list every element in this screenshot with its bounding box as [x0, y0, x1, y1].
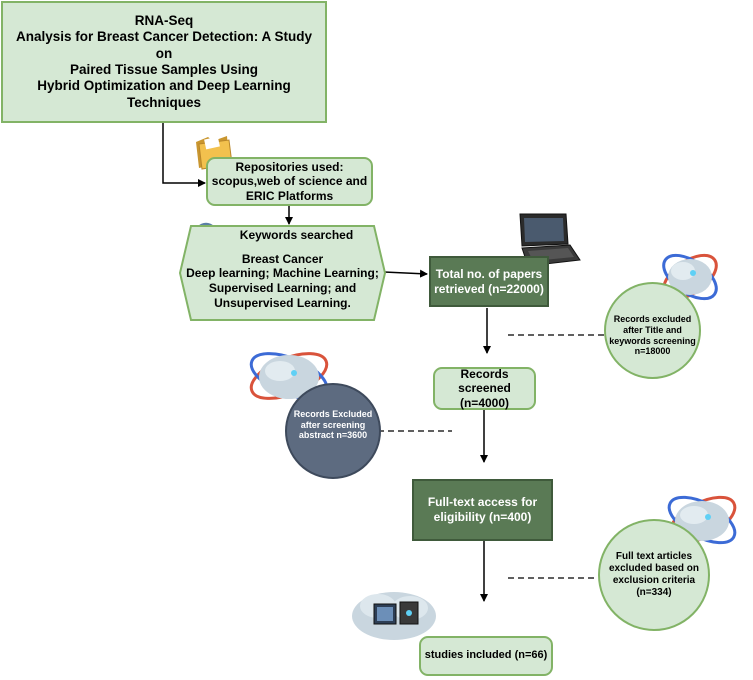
- cloud-orbit-icon: [662, 253, 718, 301]
- keywords-line: Deep learning; Machine Learning;: [186, 266, 379, 281]
- excluded-criteria-line: excluded based on: [608, 562, 700, 574]
- excluded-title-circle: Records excluded after Title and keyword…: [604, 282, 701, 379]
- repositories-box: Repositories used: scopus,web of science…: [206, 157, 373, 206]
- keywords-hexagon: [179, 225, 386, 321]
- excluded-title-line: keywords screening: [609, 335, 696, 346]
- keywords-line: Breast Cancer: [241, 251, 324, 266]
- title-line: Techniques: [126, 94, 201, 110]
- title-box: RNA-Seq Analysis for Breast Cancer Detec…: [1, 1, 327, 123]
- fulltext-line: Full-text access for: [427, 495, 538, 510]
- keywords-heading: Keywords searched: [239, 228, 354, 242]
- excluded-criteria-circle: Full text articles excluded based on exc…: [598, 519, 710, 631]
- excluded-abstract-circle: Records Excluded after screening abstrac…: [285, 383, 381, 479]
- keywords-line: Supervised Learning; and: [208, 280, 357, 295]
- arrow-title-to-repositories: [162, 122, 206, 187]
- excluded-abstract-line: abstract n=3600: [298, 430, 368, 441]
- title-line: Analysis for Breast Cancer Detection: A …: [15, 29, 313, 61]
- excluded-title-line: n=18000: [634, 346, 671, 357]
- keywords-box: Keywords searched Breast Cancer Deep lea…: [179, 225, 386, 321]
- excluded-title-line: after Title and: [623, 324, 682, 335]
- studies-included-box: studies included (n=66): [419, 636, 553, 676]
- excluded-abstract-line: after screening: [300, 419, 366, 430]
- excluded-abstract-line: Records Excluded: [293, 408, 373, 419]
- records-screened-box: Records screened (n=4000): [433, 367, 536, 410]
- repositories-line: ERIC Platforms: [245, 188, 334, 203]
- fulltext-line: eligibility (n=400): [433, 510, 532, 524]
- studies-included-line: studies included (n=66): [424, 649, 548, 662]
- repositories-line: Repositories used:: [235, 159, 344, 174]
- keywords-line: Unsupervised Learning.: [214, 295, 351, 310]
- excluded-criteria-line: exclusion criteria: [612, 575, 696, 586]
- title-line: RNA-Seq: [134, 12, 194, 28]
- excluded-title-line: Records excluded: [613, 313, 692, 324]
- total-papers-box: Total no. of papers retrieved (n=22000): [429, 256, 549, 307]
- fulltext-box: Full-text access for eligibility (n=400): [412, 479, 553, 541]
- title-line: Paired Tissue Samples Using: [69, 62, 259, 77]
- records-screened-line: (n=4000): [459, 395, 510, 410]
- arrow-keywords-to-total: [383, 269, 428, 278]
- title-line: Hybrid Optimization and Deep Learning: [37, 78, 291, 94]
- cloud-screens-icon: [352, 592, 436, 640]
- repositories-line: scopus,web of science and: [211, 174, 368, 189]
- records-screened-line: Records screened: [458, 366, 511, 396]
- excluded-criteria-line: Full text articles: [615, 550, 693, 562]
- total-papers-line: Total no. of papers: [435, 266, 543, 281]
- total-papers-line: retrieved (n=22000): [434, 281, 544, 296]
- excluded-criteria-line: (n=334): [636, 587, 672, 599]
